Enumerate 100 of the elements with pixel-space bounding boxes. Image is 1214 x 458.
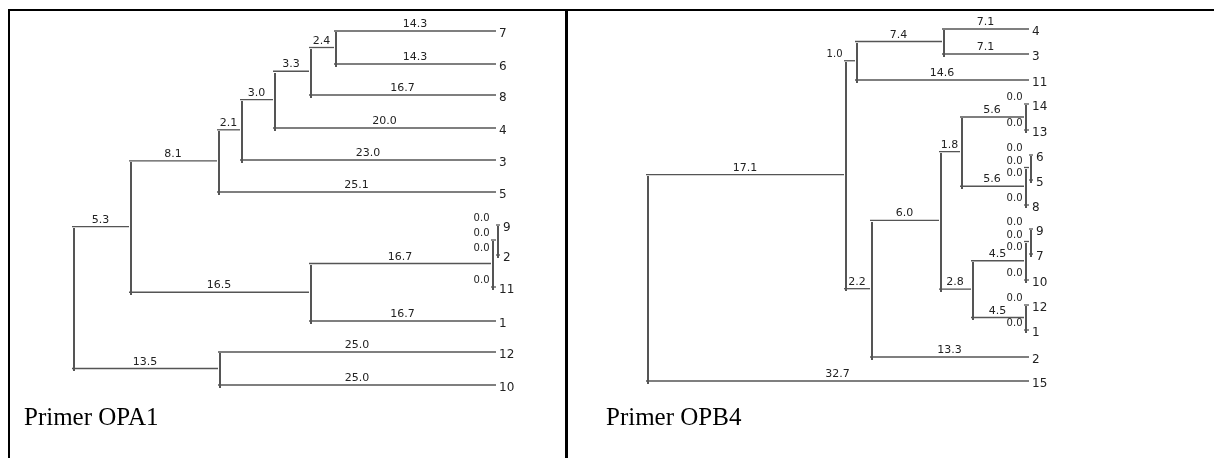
- branch-length-label: 0.0: [473, 227, 490, 239]
- branch-line: [645, 380, 1030, 382]
- branch-line: [308, 262, 492, 265]
- leaf-label: 13: [1032, 124, 1048, 140]
- branch-line: [71, 367, 219, 370]
- branch-length-label: 0.0: [1006, 292, 1023, 304]
- branch-line: [495, 224, 501, 226]
- leaf-label: 3: [499, 154, 507, 170]
- branch-length-label: 0.0: [1006, 142, 1023, 154]
- branch-length-label: 17.1: [732, 161, 758, 174]
- branch-line: [272, 70, 310, 72]
- branch-length-label: 0.0: [1006, 228, 1023, 241]
- branch-line: [854, 40, 943, 43]
- leaf-label: 9: [1036, 223, 1044, 239]
- branch-line: [970, 316, 1025, 319]
- leaf-label: 5: [499, 186, 507, 202]
- branch-length-label: 0.0: [473, 274, 490, 286]
- branch-length-label: 3.3: [282, 58, 300, 71]
- branch-line: [869, 219, 940, 222]
- branch-line: [216, 129, 241, 131]
- branch-length-label: 3.0: [247, 86, 266, 99]
- dendrogram-panel: [8, 9, 566, 458]
- leaf-label: 11: [1032, 74, 1048, 90]
- branch-length-label: 1.8: [940, 138, 959, 151]
- branch-line: [216, 191, 497, 193]
- branch-line: [1028, 228, 1034, 230]
- leaf-label: 5: [1036, 174, 1044, 190]
- branch-line: [1023, 240, 1030, 243]
- branch-line: [1023, 329, 1030, 331]
- branch-line: [239, 98, 274, 101]
- branch-line: [938, 151, 961, 153]
- branch-line: [308, 46, 335, 49]
- branch-length-label: 2.1: [219, 116, 238, 129]
- branch-line: [490, 239, 497, 241]
- branch-line: [869, 356, 1030, 358]
- branch-line: [272, 127, 497, 129]
- branch-length-label: 25.0: [344, 339, 370, 351]
- branch-line: [1023, 103, 1030, 105]
- dendrogram-panel: [566, 9, 1214, 458]
- branch-line: [1023, 129, 1030, 131]
- branch-line: [239, 159, 497, 161]
- branch-length-label: 25.0: [344, 372, 370, 384]
- branch-length-label: 16.7: [390, 82, 415, 94]
- branch-line: [333, 63, 497, 65]
- branch-length-label: 14.3: [402, 51, 428, 63]
- leaf-label: 7: [1036, 248, 1044, 264]
- branch-length-label: 7.1: [976, 16, 995, 28]
- branch-length-label: 2.2: [848, 275, 866, 288]
- branch-line: [308, 94, 497, 96]
- branch-length-label: 16.7: [387, 250, 413, 263]
- branch-length-label: 4.5: [988, 247, 1007, 260]
- branch-length-label: 0.0: [1006, 216, 1023, 228]
- branch-length-label: 14.6: [929, 67, 955, 79]
- branch-line: [843, 60, 856, 62]
- branch-length-label: 25.1: [344, 179, 369, 191]
- branch-line: [941, 53, 1030, 55]
- leaf-label: 9: [503, 219, 511, 235]
- branch-length-label: 0.0: [1006, 91, 1023, 103]
- branch-length-label: 0.0: [1006, 317, 1023, 329]
- branch-length-label: 14.3: [402, 18, 428, 30]
- branch-length-label: 20.0: [372, 115, 397, 127]
- branch-length-label: 8.1: [164, 147, 182, 160]
- branch-length-label: 16.5: [206, 279, 232, 292]
- branch-length-label: 0.0: [1006, 117, 1023, 129]
- leaf-label: 6: [1036, 149, 1044, 165]
- branch-line: [1023, 204, 1030, 206]
- branch-length-label: 5.3: [91, 213, 110, 226]
- leaf-label: 8: [1032, 199, 1040, 215]
- branch-length-label: 0.0: [473, 242, 490, 254]
- branch-length-label: 32.7: [825, 368, 850, 380]
- branch-line: [128, 291, 310, 293]
- branch-line: [217, 351, 497, 353]
- branch-line: [941, 28, 1030, 30]
- branch-length-label: 0.0: [473, 212, 490, 224]
- branch-length-label: 0.0: [1006, 241, 1023, 253]
- branch-line: [959, 185, 1025, 187]
- leaf-label: 10: [499, 379, 515, 395]
- panel-caption: Primer OPB4: [606, 403, 742, 431]
- branch-line: [645, 174, 845, 176]
- leaf-label: 7: [499, 25, 507, 41]
- leaf-label: 8: [499, 89, 507, 105]
- branch-line: [128, 160, 218, 162]
- branch-length-label: 23.0: [355, 147, 381, 159]
- leaf-label: 2: [503, 249, 511, 265]
- branch-length-label: 0.0: [1006, 154, 1023, 167]
- branch-line: [843, 288, 871, 290]
- branch-length-label: 4.5: [988, 304, 1007, 317]
- leaf-label: 12: [1032, 299, 1048, 315]
- leaf-label: 1: [1032, 324, 1040, 340]
- branch-line: [959, 116, 1025, 118]
- branch-length-label: 0.0: [1006, 167, 1023, 179]
- branch-length-label: 16.7: [390, 308, 415, 320]
- branch-line: [970, 260, 1025, 262]
- panel-caption: Primer OPA1: [24, 403, 159, 431]
- leaf-label: 4: [1032, 23, 1040, 39]
- branch-length-label: 13.5: [132, 355, 158, 368]
- branch-line: [1023, 166, 1030, 169]
- leaf-label: 14: [1032, 98, 1048, 114]
- branch-line: [71, 225, 130, 228]
- leaf-label: 4: [499, 122, 507, 138]
